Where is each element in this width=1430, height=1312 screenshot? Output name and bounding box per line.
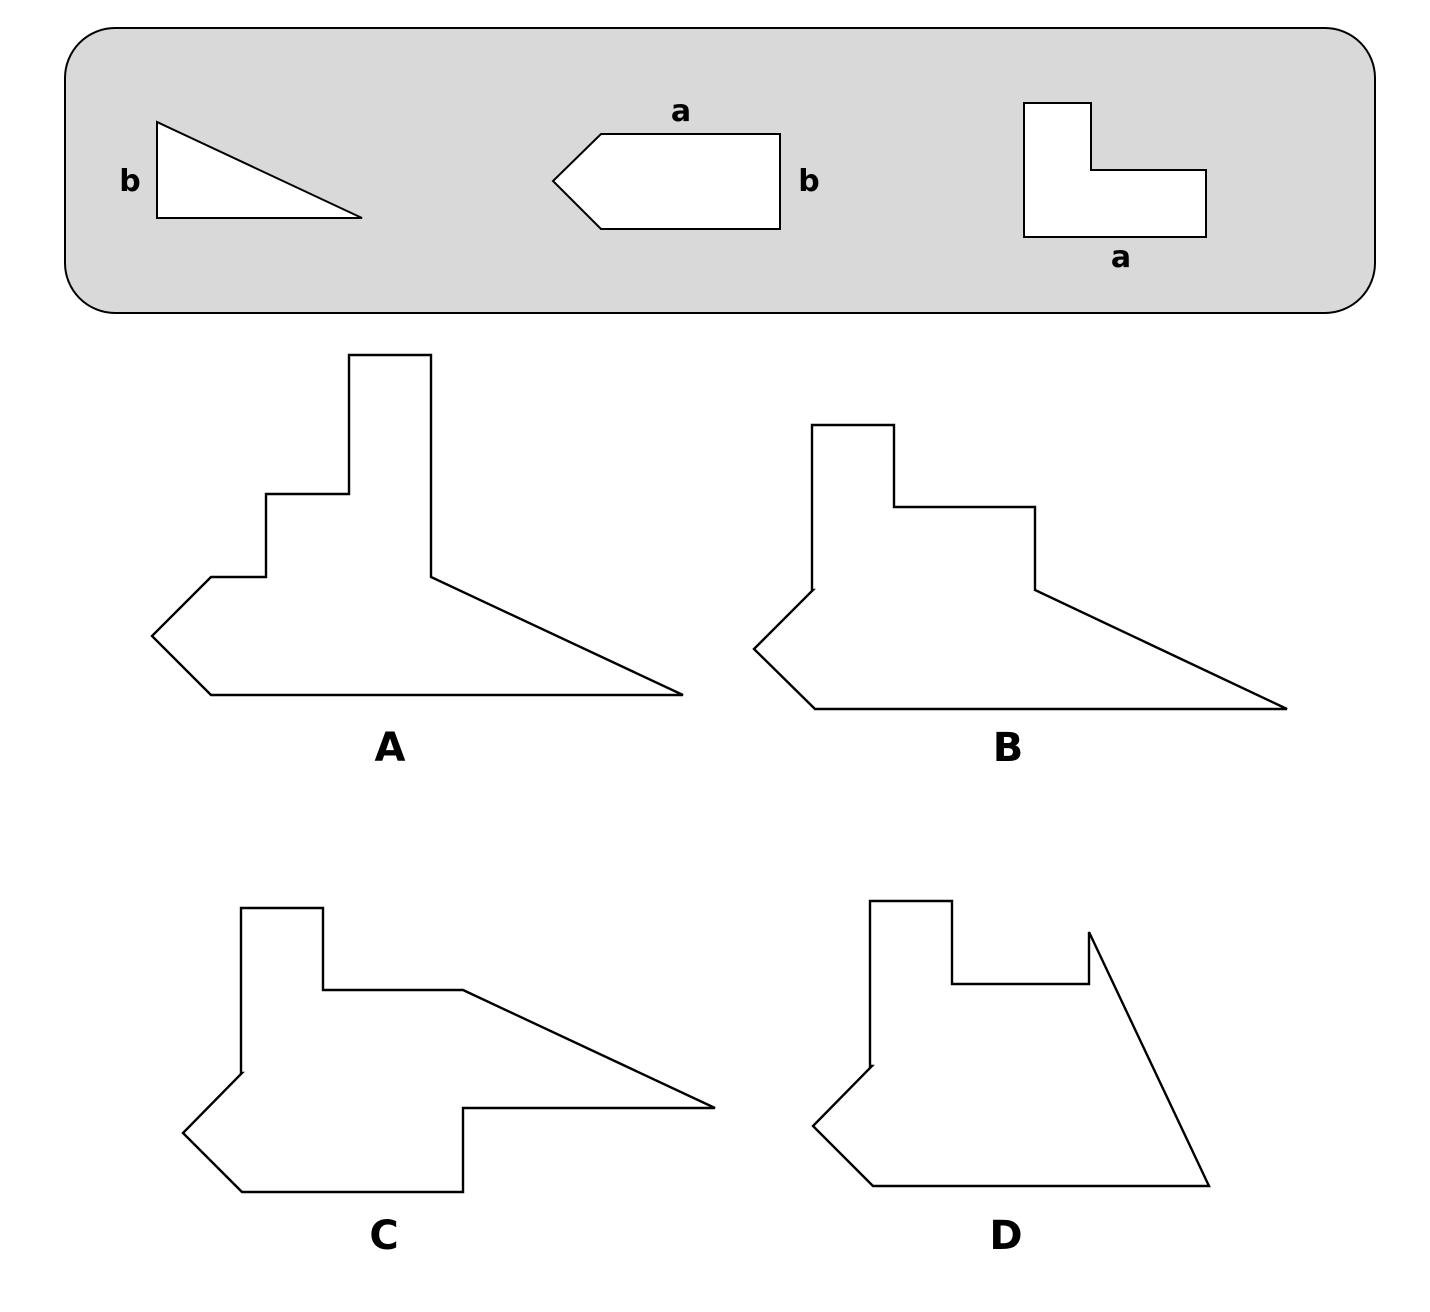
pentagon-top-label-a: a <box>671 94 691 129</box>
triangle-side-label-b: b <box>119 164 140 199</box>
option-c[interactable]: C <box>181 906 716 1259</box>
option-d-label: D <box>989 1213 1022 1259</box>
pentagon-arrow-piece <box>551 133 781 230</box>
option-a-shape[interactable] <box>150 353 684 697</box>
l-shape-piece <box>1023 102 1207 238</box>
option-a[interactable]: A <box>150 353 684 771</box>
option-c-label: C <box>369 1213 398 1259</box>
option-a-label: A <box>375 725 406 771</box>
option-c-shape[interactable] <box>181 906 716 1194</box>
option-b-label: B <box>993 725 1024 771</box>
l-shape-bottom-label-a: a <box>1111 240 1131 275</box>
option-d-shape[interactable] <box>811 899 1211 1188</box>
right-triangle-piece <box>156 120 363 219</box>
pentagon-side-label-b: b <box>798 164 819 199</box>
option-d[interactable]: D <box>811 899 1211 1259</box>
option-b-shape[interactable] <box>752 423 1288 711</box>
option-b[interactable]: B <box>752 423 1288 771</box>
reference-panel: b a b a <box>64 27 1376 314</box>
